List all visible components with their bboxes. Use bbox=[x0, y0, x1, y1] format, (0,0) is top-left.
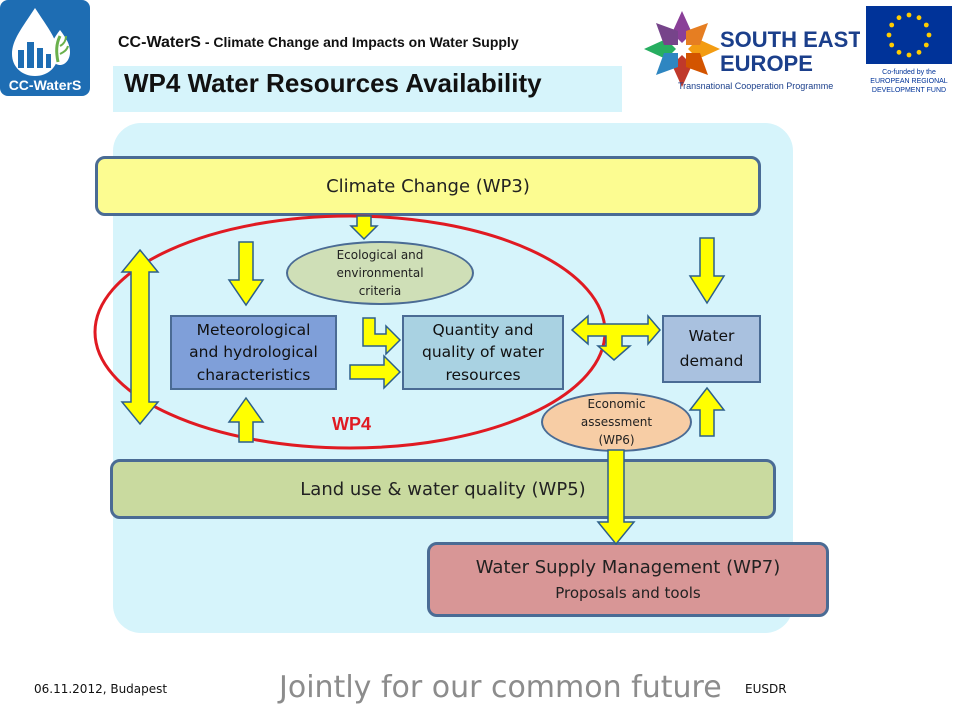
wp4-label: WP4 bbox=[332, 414, 372, 434]
ecological-line-1: Ecological and bbox=[336, 248, 424, 262]
climate-change-box: Climate Change (WP3) bbox=[95, 156, 761, 216]
eu-star-icon bbox=[916, 15, 922, 21]
economic-line-1: Economic bbox=[587, 397, 646, 411]
see-line2: EUROPE bbox=[720, 51, 813, 76]
water-supply-management-box: Water Supply Management (WP7) Proposals … bbox=[427, 542, 829, 617]
arrow-elbow-ecological-to-quantity bbox=[362, 317, 402, 356]
see-line3: Transnational Cooperation Programme bbox=[678, 81, 833, 91]
water-quantity-quality-box: Quantity and quality of water resources bbox=[402, 315, 564, 390]
footer-slogan: Jointly for our common future bbox=[279, 670, 722, 705]
demand-line-2: demand bbox=[679, 352, 744, 370]
eu-star-icon bbox=[926, 32, 932, 38]
meteorological-box: Meteorological and hydrological characte… bbox=[170, 315, 337, 390]
wsm-subtitle: Proposals and tools bbox=[555, 584, 701, 602]
eu-line1: Co-funded by the bbox=[882, 69, 936, 76]
eu-star-icon bbox=[923, 42, 929, 48]
eu-star-icon bbox=[889, 42, 895, 48]
climate-change-label: Climate Change (WP3) bbox=[326, 175, 530, 197]
project-subtitle: - Climate Change and Impacts on Water Su… bbox=[200, 34, 519, 50]
quantity-line-3: resources bbox=[445, 365, 521, 384]
eu-star-icon bbox=[923, 22, 929, 28]
arrow-down-to-meteo bbox=[227, 241, 265, 307]
meteo-line-2: and hydrological bbox=[189, 343, 318, 362]
eu-star-icon bbox=[889, 22, 895, 28]
logo-text: CC-WaterS bbox=[9, 77, 82, 93]
wsm-title: Water Supply Management (WP7) bbox=[475, 557, 781, 578]
meteo-line-3: characteristics bbox=[196, 365, 311, 384]
eu-star-icon bbox=[916, 49, 922, 55]
land-use-label: Land use & water quality (WP5) bbox=[300, 478, 586, 500]
eu-star-icon bbox=[896, 15, 902, 21]
arrow-double-vertical-left bbox=[120, 248, 160, 426]
see-line1: SOUTH EAST bbox=[720, 27, 860, 52]
ecological-criteria-ellipse: Ecological and environmental criteria bbox=[286, 241, 474, 305]
title-band bbox=[113, 66, 622, 112]
land-use-box: Land use & water quality (WP5) bbox=[110, 459, 776, 519]
project-header: CC-WaterS - Climate Change and Impacts o… bbox=[118, 34, 519, 52]
page-title: WP4 Water Resources Availability bbox=[124, 68, 542, 98]
ecological-line-3: criteria bbox=[358, 284, 402, 298]
meteo-line-1: Meteorological bbox=[196, 320, 311, 339]
eu-line3: DEVELOPMENT FUND bbox=[872, 87, 946, 94]
south-east-europe-logo: SOUTH EAST EUROPE Transnational Cooperat… bbox=[644, 11, 860, 91]
eu-flag-logo: Co-funded by the EUROPEAN REGIONAL DEVEL… bbox=[866, 6, 952, 94]
economic-line-2: assessment bbox=[580, 415, 653, 429]
arrow-down-to-ecological bbox=[349, 215, 379, 241]
demand-line-1: Water bbox=[688, 327, 735, 346]
footer-date: 06.11.2012, Budapest bbox=[34, 682, 168, 696]
economic-line-3: (WP6) bbox=[598, 433, 635, 447]
footer-eusdr: EUSDR bbox=[745, 682, 787, 696]
eu-star-icon bbox=[906, 12, 912, 18]
arrow-down-to-demand bbox=[688, 237, 726, 305]
arrow-double-quantity-demand bbox=[570, 313, 661, 361]
arrow-up-to-meteo bbox=[227, 396, 265, 443]
arrow-up-to-demand bbox=[688, 386, 726, 437]
eu-star-icon bbox=[906, 52, 912, 58]
arrow-right-meteo-to-quantity bbox=[349, 354, 402, 390]
eu-line2: EUROPEAN REGIONAL bbox=[870, 78, 948, 85]
ecological-line-2: environmental bbox=[336, 266, 424, 280]
cc-waters-logo: CC-WaterS bbox=[0, 0, 90, 96]
arrow-down-to-wsm bbox=[596, 449, 636, 546]
eu-star-icon bbox=[886, 32, 892, 38]
project-name: CC-WaterS bbox=[118, 34, 201, 51]
quantity-line-1: Quantity and bbox=[432, 320, 534, 339]
quantity-line-2: quality of water bbox=[422, 343, 544, 362]
eu-star-icon bbox=[896, 49, 902, 55]
water-demand-box: Water demand bbox=[662, 315, 761, 383]
economic-assessment-ellipse: Economic assessment (WP6) bbox=[541, 392, 692, 452]
